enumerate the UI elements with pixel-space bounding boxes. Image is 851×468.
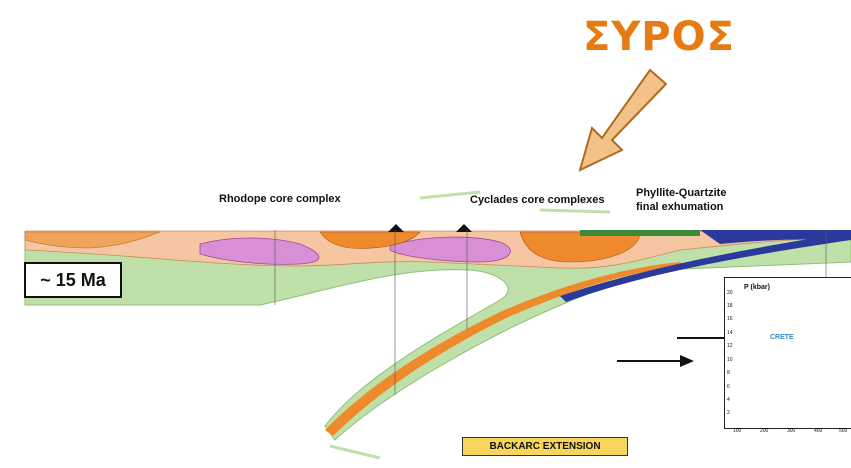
inset-xtick: 300 [787,428,796,434]
inset-ytick: 12 [727,343,733,349]
thrust-marker-2 [456,224,472,232]
upper-streaks [329,190,611,460]
inset-ytick: 10 [727,357,733,363]
inset-ytick: 16 [727,316,733,322]
inset-ytick: 20 [727,290,733,296]
phyllite-label-line1: Phyllite-Quartzite [636,187,727,199]
mantle-green [24,231,851,441]
inset-arrow-icon [617,355,694,367]
syros-heading: ΣΥΡΟΣ [583,14,735,60]
rhodope-label: Rhodope core complex [219,193,341,205]
dark-green-top [580,230,700,236]
age-label: ~ 15 Ma [24,262,122,298]
cyclades-label: Cyclades core complexes [470,194,605,206]
pt-inset-panel [724,277,851,429]
rhodope-core [199,237,320,265]
inset-ytick: 4 [727,397,730,403]
blue-top [700,230,851,244]
inset-ytick: 8 [727,370,730,376]
inset-ytick: 18 [727,303,733,309]
thrust-marker-1 [388,224,404,232]
inset-title: P (kbar) [744,284,770,291]
inset-ytick: 6 [727,384,730,390]
inset-xtick: 400 [814,428,823,434]
inset-xtick: 200 [760,428,769,434]
cyclades-core [389,236,511,263]
backarc-badge: BACKARC EXTENSION [462,437,628,456]
inset-crete-label: CRETE [770,334,794,341]
inset-xtick: 500 [839,428,848,434]
inset-ytick: 14 [727,330,733,336]
orange-slice-left [24,231,161,249]
inset-ytick: 2 [727,410,730,416]
inset-xtick: 100 [733,428,742,434]
slab-orange [325,262,684,436]
syros-arrow-icon [578,68,668,172]
slab-blue [560,232,851,302]
orange-slice-right [519,231,641,263]
phyllite-label-line2: final exhumation [636,201,724,213]
